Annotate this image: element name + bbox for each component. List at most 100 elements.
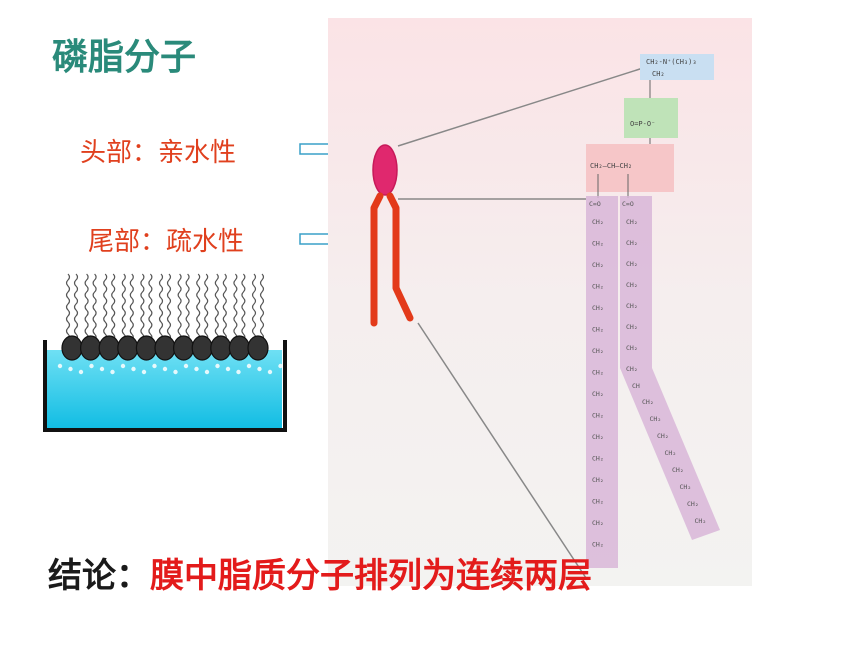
chain-atom-label: CH₂	[626, 323, 638, 331]
phospholipid-structure-panel: CH₂-N⁺(CH₃)₃ CH₂ O=P-O⁻ CH₂—CH—CH₂ C=O CH…	[328, 18, 752, 586]
chain-atom-label: CH₂	[592, 283, 604, 291]
choline-text-2: CH₂	[652, 70, 665, 78]
chain-atom-label: C=O	[589, 200, 601, 208]
lipid-head	[228, 335, 250, 361]
lipid-head	[247, 335, 269, 361]
lipid-head	[117, 335, 139, 361]
chain-atom-label: CH₂	[592, 369, 604, 377]
phosphate-text: O=P-O⁻	[630, 120, 655, 128]
lipid-tail	[103, 273, 108, 341]
lipid-head	[135, 335, 158, 361]
chain-atom-label: CH₂	[592, 390, 604, 398]
splash-dot	[257, 366, 262, 372]
chain-atom-label: CH₂	[592, 261, 604, 269]
lipid-head	[191, 335, 213, 361]
tail-label: 尾部：疏水性	[88, 227, 245, 257]
splash-dot	[152, 363, 157, 369]
choline-group	[640, 54, 714, 80]
lipid-tail	[129, 273, 134, 341]
lipid-head	[210, 335, 232, 361]
chain-atom-label: CH₂	[626, 344, 638, 352]
chain-atom-label: CH₂	[626, 365, 638, 373]
lipid-tail	[222, 273, 227, 341]
lipid-tail	[65, 273, 71, 341]
chain-atom-label: CH₂	[665, 449, 677, 457]
water	[47, 350, 282, 428]
splash-dot	[215, 363, 220, 369]
splash-dot	[99, 366, 105, 372]
lipid-tail	[177, 273, 182, 341]
lipid-tail	[92, 273, 97, 341]
chain-atom-label: CH₂	[592, 347, 604, 355]
splash-dot	[131, 366, 136, 372]
lipid-tail	[121, 273, 126, 341]
lipid-heads	[61, 335, 269, 361]
lipid-tail	[204, 273, 209, 341]
conclusion-key: 结论：	[48, 556, 150, 596]
glycerol-group	[586, 144, 674, 192]
splash-dot	[78, 369, 84, 375]
splash-dot	[278, 363, 283, 369]
lipid-head	[98, 335, 120, 361]
chain-atom-label: CH₂	[592, 412, 604, 420]
chain-atom-label: CH₂	[592, 476, 604, 484]
conclusion: 结论：膜中脂质分子排列为连续两层	[48, 548, 592, 597]
chain-atom-label: CH₂	[672, 466, 684, 474]
lipid-tail	[84, 273, 89, 341]
lipid-head	[154, 335, 176, 361]
phospholipid-head-icon	[372, 144, 398, 196]
splash-dot	[120, 363, 126, 369]
chain-atom-label: C=O	[622, 200, 634, 208]
chain-atom-label: CH₂	[592, 455, 604, 463]
splash-dot	[236, 369, 241, 375]
lipid-tail	[148, 273, 153, 341]
lipid-tail	[196, 273, 201, 341]
chain-atom-label: CH₂	[592, 240, 604, 248]
splash-dot	[110, 369, 115, 375]
chain-atom-label: CH	[632, 382, 640, 390]
splash-dot	[204, 369, 210, 375]
lipid-head	[61, 335, 83, 361]
chain-atom-label: CH₂	[650, 415, 662, 423]
chain-atom-label: CH₂	[626, 302, 638, 310]
head-label: 头部：亲水性	[80, 138, 237, 168]
fatty-acid-chain-1: C=OCH₂CH₂CH₂CH₂CH₂CH₂CH₂CH₂CH₂CH₂CH₂CH₂C…	[586, 196, 618, 568]
fatty-acid-chain-2: C=O CH₂ CH₂ CH₂ CH₂ CH₂ CH₂ CH₂ CH₂ CH CH₂ CH₂ CH₂ CH…	[620, 196, 720, 540]
lipid-tail	[158, 273, 164, 341]
chain-atom-label: CH₂	[626, 218, 638, 226]
lipid-head	[173, 335, 195, 361]
container	[43, 340, 287, 432]
lipid-tail	[111, 273, 116, 341]
chain-atom-label: CH₂	[592, 519, 604, 527]
chain-atom-label: CH₂	[657, 432, 669, 440]
splash-dot	[267, 369, 273, 375]
chain-atom-label: CH₂	[687, 500, 699, 508]
splash-dot	[57, 363, 63, 369]
chain-atom-label: CH₂	[592, 498, 604, 506]
splash-dot	[183, 363, 189, 369]
lipid-tail	[233, 273, 238, 341]
splash-dot	[194, 366, 199, 372]
chain-atom-label: CH₂	[592, 218, 604, 226]
chain-atom-label: CH₂	[626, 260, 638, 268]
lipid-tail	[259, 273, 265, 341]
choline-text: CH₂-N⁺(CH₃)₃	[646, 58, 697, 66]
lipid-tail	[185, 273, 190, 341]
splash-dot	[173, 369, 178, 375]
splash-dot	[162, 366, 168, 372]
page-title: 磷脂分子	[52, 37, 197, 78]
lipid-head	[79, 335, 102, 361]
lipid-tail	[251, 273, 257, 341]
water-splash	[57, 363, 283, 375]
chain-atom-label: CH₂	[695, 517, 707, 525]
phosphate-group	[624, 98, 678, 138]
conclusion-value: 膜中脂质分子排列为连续两层	[150, 556, 592, 596]
phospholipid-tail-icon	[370, 192, 414, 327]
lipid-tail	[140, 273, 145, 341]
chain-atom-label: CH₂	[626, 239, 638, 247]
glycerol-text: CH₂—CH—CH₂	[590, 162, 632, 170]
chain-atom-label: CH₂	[626, 281, 638, 289]
splash-dot	[225, 366, 231, 372]
lipid-tail	[73, 273, 79, 341]
lipid-tails	[65, 273, 265, 341]
